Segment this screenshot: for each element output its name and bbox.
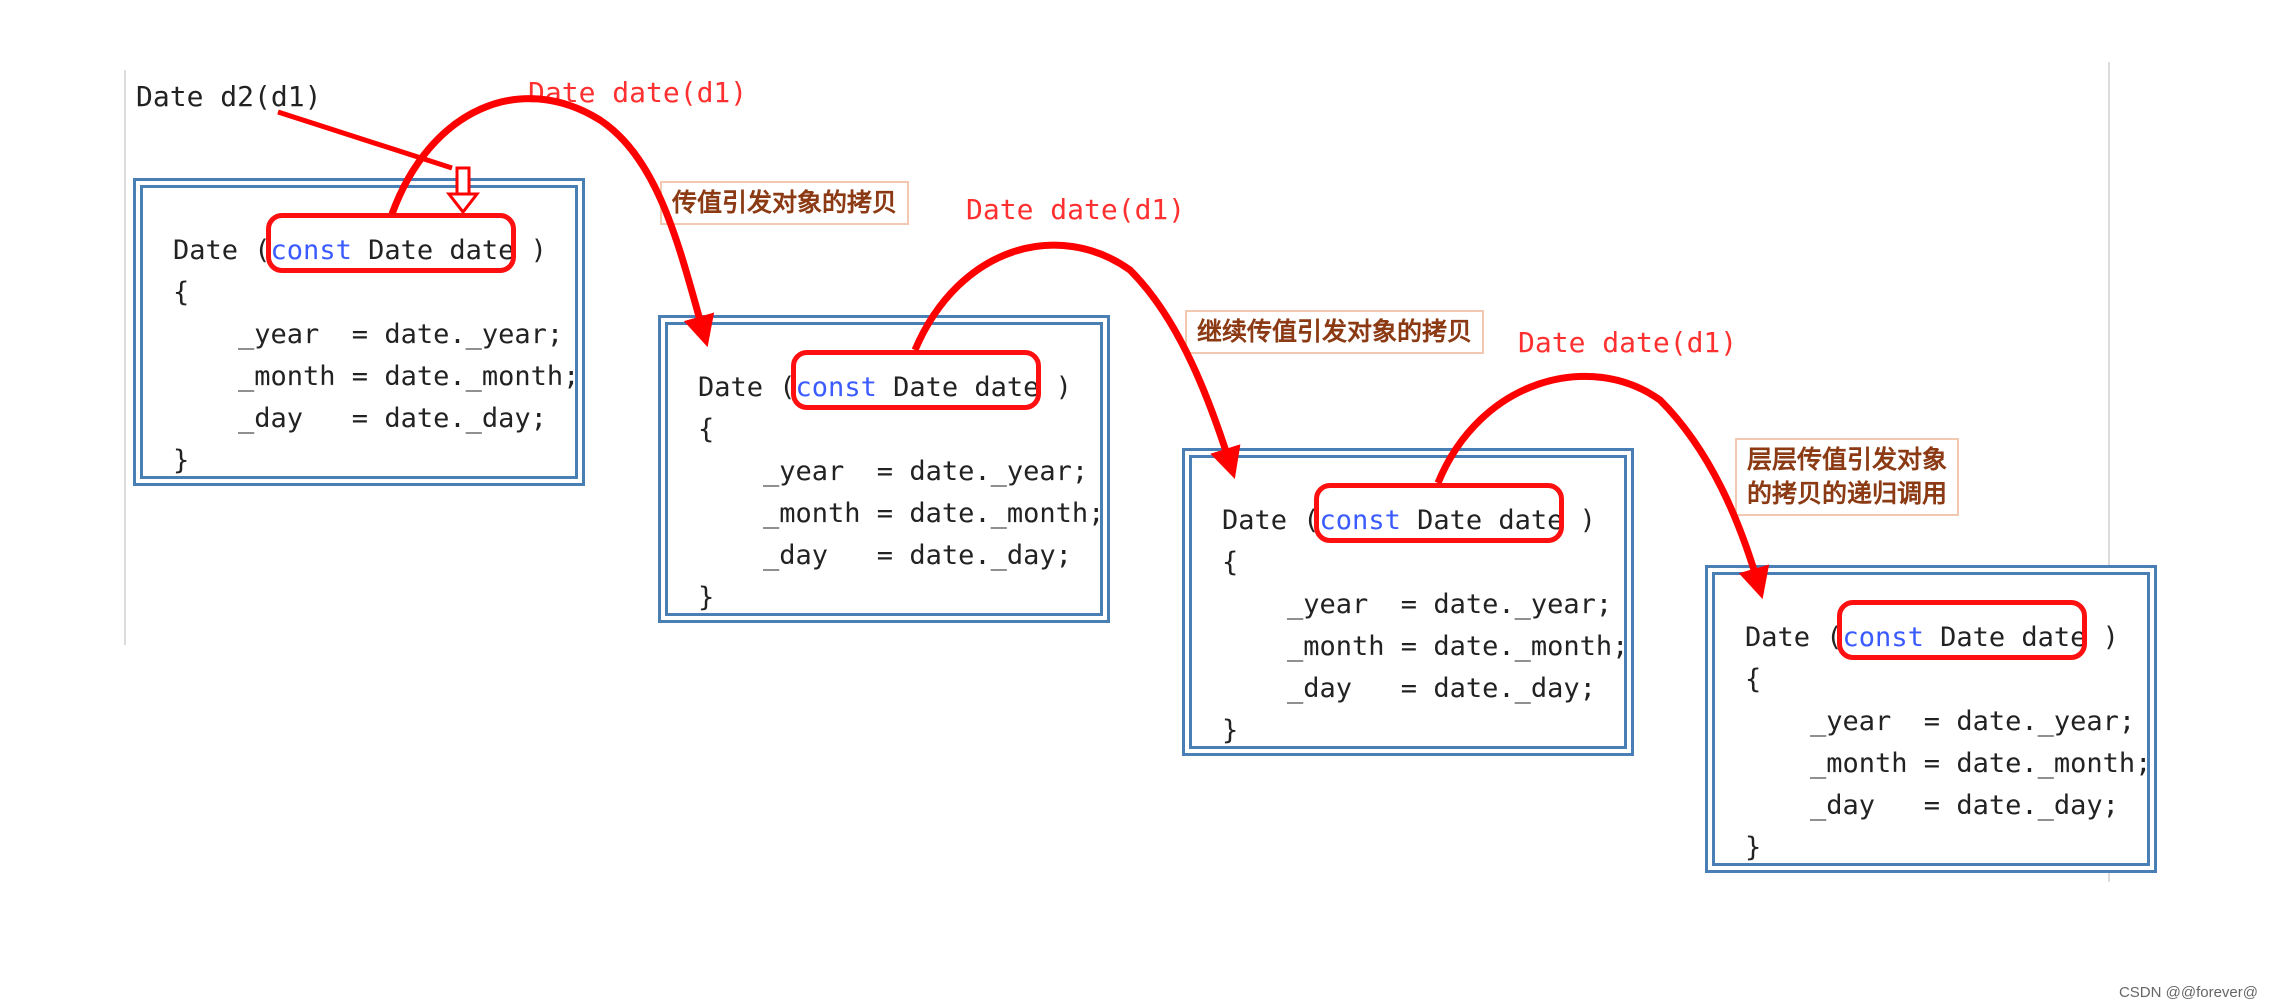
code-line-year: _year = date._year; (1222, 589, 1613, 620)
code-line-month: _month = date._month; (698, 498, 1105, 529)
recursion-arrow-2 (911, 241, 1241, 480)
note-line-2: 的拷贝的递归调用 (1747, 479, 1948, 508)
note-recursive-copy: 层层传值引发对象 的拷贝的递归调用 (1735, 438, 1960, 516)
right-divider-line (2108, 62, 2110, 882)
code-line-day: _day = date._day; (1222, 673, 1596, 704)
left-divider-line (124, 70, 126, 645)
code-close-brace: } (173, 445, 190, 476)
code-block: Date (const Date date ) { _year = date._… (173, 230, 579, 482)
credit-watermark: CSDN @@forever@ (2118, 984, 2258, 1001)
param-highlight-1 (266, 213, 516, 273)
code-keyword: const (795, 372, 877, 403)
code-header-suffix: ) (1579, 505, 1596, 536)
note-text: 传值引发对象的拷贝 (672, 188, 898, 217)
code-block: Date (const Date date ) { _year = date._… (698, 367, 1104, 619)
code-header-suffix: ) (1055, 372, 1072, 403)
code-line-year: _year = date._year; (173, 319, 564, 350)
code-line-month: _month = date._month; (1222, 631, 1629, 662)
code-open-brace: { (173, 277, 190, 308)
frame-inner: Date (const Date date ) { _year = date._… (1712, 572, 2151, 869)
frame-inner: Date (const Date date ) { _year = date._… (665, 322, 1104, 619)
call-label-2: Date date(d1) (966, 193, 1186, 226)
call-label-3: Date date(d1) (1518, 326, 1738, 359)
start-statement: Date d2(d1) (136, 80, 322, 113)
code-keyword: const (1319, 505, 1401, 536)
code-header-suffix: ) (530, 235, 547, 266)
code-line-month: _month = date._month; (173, 361, 580, 392)
param-highlight-2 (791, 350, 1041, 410)
code-header-prefix: Date ( (173, 235, 271, 266)
copy-constructor-box-3: Date (const Date date ) { _year = date._… (1182, 448, 1634, 756)
code-open-brace: { (698, 414, 715, 445)
note-continue-copy: 继续传值引发对象的拷贝 (1185, 310, 1485, 354)
note-line-1: 层层传值引发对象 (1747, 445, 1948, 474)
code-line-day: _day = date._day; (1745, 790, 2119, 821)
code-line-month: _month = date._month; (1745, 748, 2152, 779)
recursion-arrow-3 (1434, 372, 1770, 600)
code-keyword: const (270, 235, 352, 266)
copy-constructor-box-2: Date (const Date date ) { _year = date._… (658, 315, 1110, 623)
param-highlight-4 (1837, 600, 2087, 660)
note-copy-by-value: 传值引发对象的拷贝 (660, 181, 910, 225)
note-text: 继续传值引发对象的拷贝 (1197, 317, 1473, 346)
code-close-brace: } (698, 582, 715, 613)
code-close-brace: } (1222, 715, 1239, 746)
code-block: Date (const Date date ) { _year = date._… (1222, 500, 1628, 752)
param-highlight-3 (1314, 483, 1564, 543)
code-line-day: _day = date._day; (698, 540, 1072, 571)
start-arrow (277, 109, 453, 171)
code-block: Date (const Date date ) { _year = date._… (1745, 617, 2151, 869)
code-line-day: _day = date._day; (173, 403, 547, 434)
frame-inner: Date (const Date date ) { _year = date._… (1189, 455, 1628, 752)
copy-constructor-box-4: Date (const Date date ) { _year = date._… (1705, 565, 2157, 873)
code-header-suffix: ) (2102, 622, 2119, 653)
code-line-year: _year = date._year; (698, 456, 1089, 487)
copy-constructor-box-1: Date (const Date date ) { _year = date._… (133, 178, 585, 486)
code-open-brace: { (1222, 547, 1239, 578)
down-hollow-arrow-icon (445, 166, 481, 215)
code-open-brace: { (1745, 664, 1762, 695)
frame-inner: Date (const Date date ) { _year = date._… (140, 185, 579, 482)
code-line-year: _year = date._year; (1745, 706, 2136, 737)
code-close-brace: } (1745, 832, 1762, 863)
recursion-arrow-1 (388, 95, 715, 348)
code-keyword: const (1842, 622, 1924, 653)
